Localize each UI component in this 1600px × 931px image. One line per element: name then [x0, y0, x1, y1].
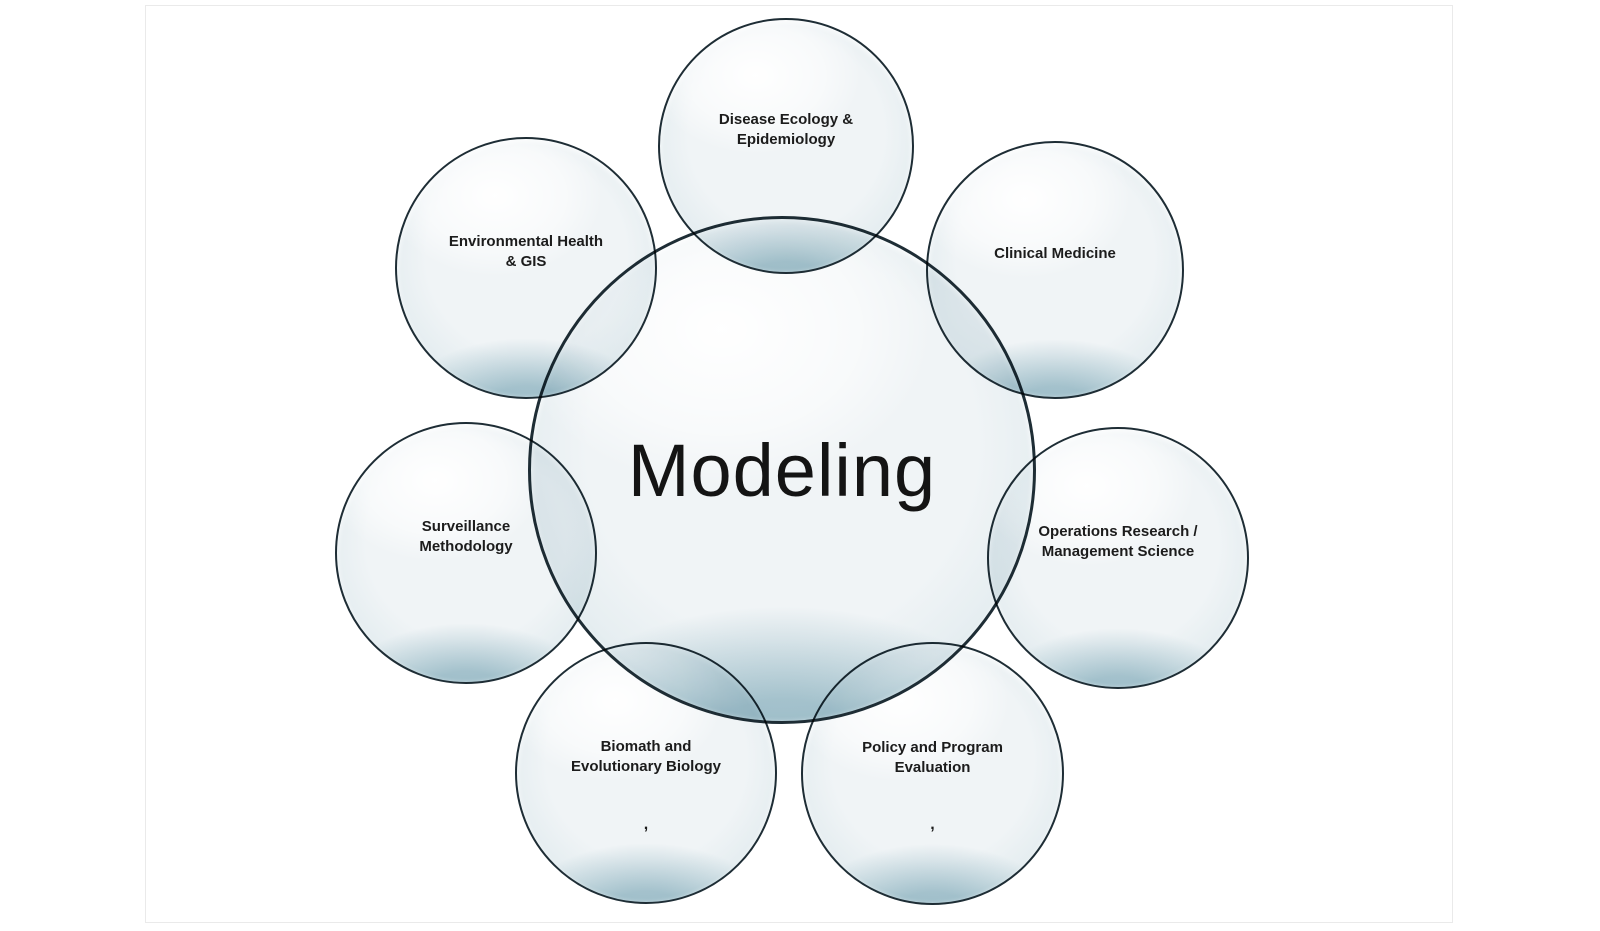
- bubble-label: Disease Ecology & Epidemiology: [718, 111, 854, 148]
- footnote-comma: ,: [643, 816, 649, 833]
- bubble-clinical-medicine: Clinical Medicine: [926, 141, 1184, 399]
- bubble-label: Environmental Health & GIS: [448, 233, 604, 270]
- bubble-policy-program-evaluation: Policy and Program Evaluation ,: [801, 642, 1064, 905]
- bubble-label: Policy and Program Evaluation: [862, 738, 1003, 776]
- bubble-operations-research-management-science: Operations Research / Management Science: [987, 427, 1249, 689]
- bubble-label: Biomath and Evolutionary Biology: [570, 738, 721, 775]
- bubble-label: Clinical Medicine: [994, 245, 1116, 262]
- footnote-comma: ,: [930, 816, 935, 833]
- modeling-label: Modeling: [627, 428, 937, 512]
- diagram-frame: Modeling Disease Ecology & Epidemiology …: [145, 5, 1453, 923]
- bubble-surveillance-methodology: Surveillance Methodology: [335, 422, 597, 684]
- bubble-label: Operations Research / Management Science: [1038, 523, 1198, 560]
- bubble-label: Surveillance Methodology: [419, 518, 513, 555]
- bubble-biomath-evolutionary-biology: Biomath and Evolutionary Biology ,: [515, 642, 777, 904]
- bubble-disease-ecology-epidemiology: Disease Ecology & Epidemiology: [658, 18, 914, 274]
- bubble-environmental-health-gis: Environmental Health & GIS: [395, 137, 657, 399]
